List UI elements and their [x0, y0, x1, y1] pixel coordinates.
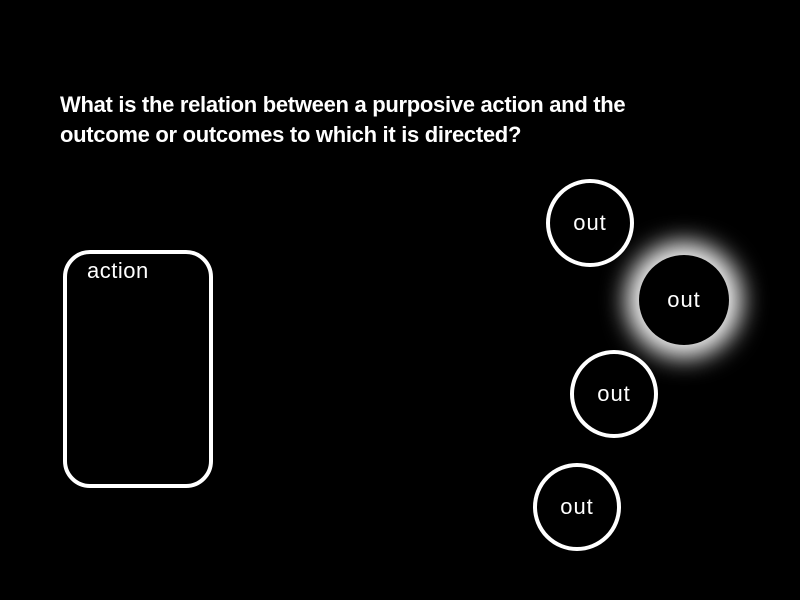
outcome-circle-2-label: out — [667, 287, 701, 312]
action-box-label: action — [87, 258, 149, 283]
outcome-circle-1-label: out — [573, 210, 607, 235]
slide-title-line-1: What is the relation between a purposive… — [60, 92, 626, 117]
outcome-circle-3: out — [570, 350, 658, 438]
slide-title: What is the relation between a purposive… — [60, 90, 626, 150]
outcome-circle-1: out — [546, 179, 634, 267]
outcome-circle-2-highlighted: out — [639, 255, 729, 345]
slide-title-line-2: outcome or outcomes to which it is direc… — [60, 122, 522, 147]
action-box: action — [63, 250, 213, 488]
outcome-circle-4: out — [533, 463, 621, 551]
outcome-circle-4-label: out — [560, 494, 594, 519]
outcome-circle-3-label: out — [597, 381, 631, 406]
